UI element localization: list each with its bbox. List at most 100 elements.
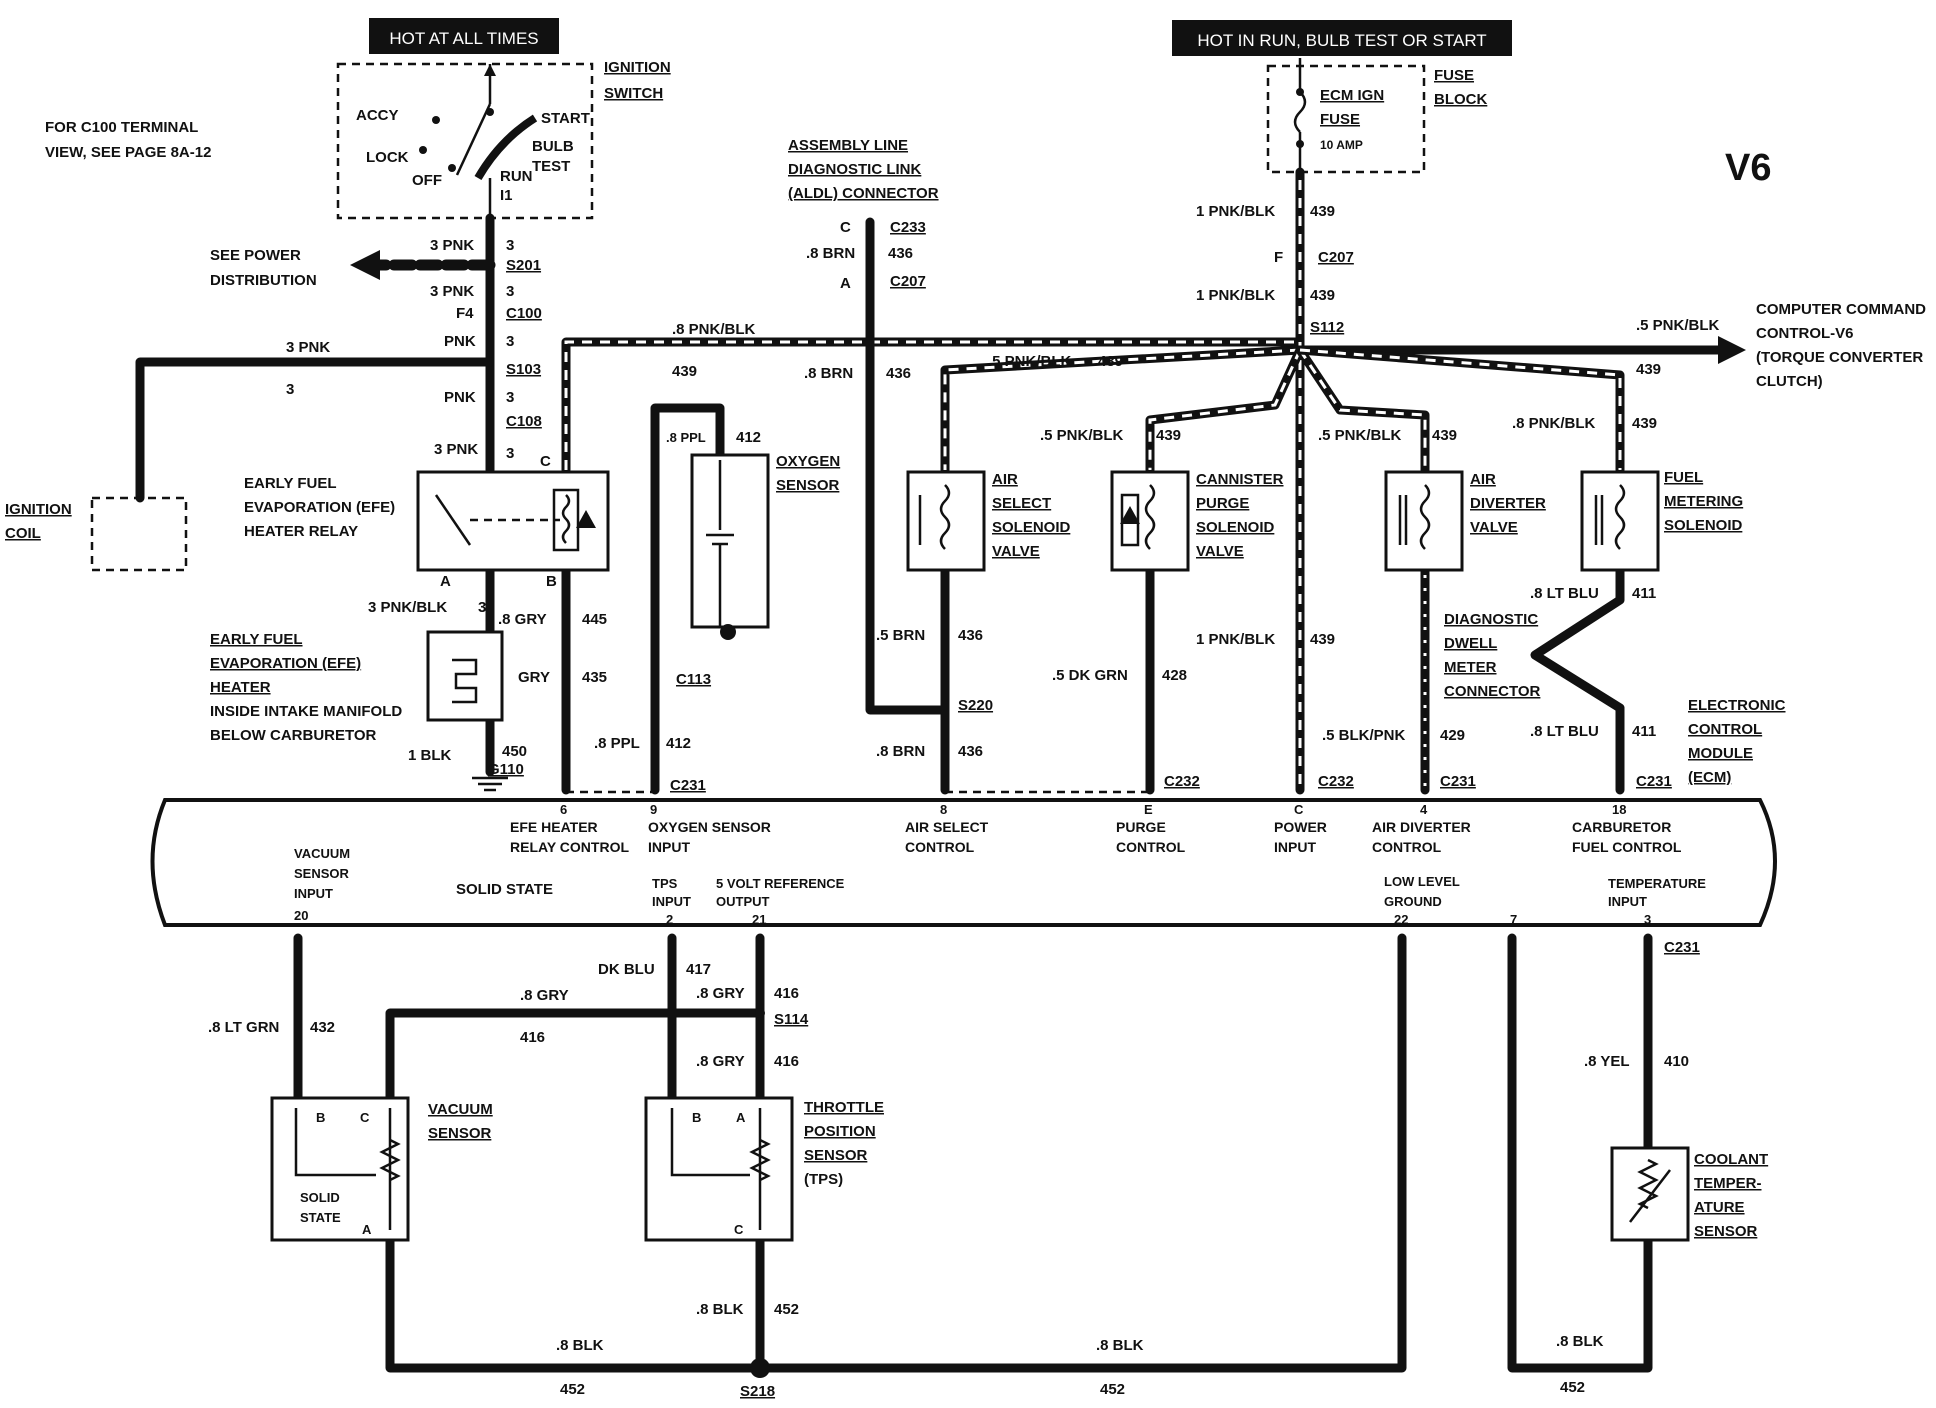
wires-efe-8gry-text: .8 GRY: [498, 611, 547, 628]
wires-oxy-412-b-text: 412: [666, 735, 691, 752]
efe-relay-l2-text: EVAPORATION (EFE): [244, 499, 395, 516]
ignition-switch-off-text: OFF: [412, 172, 442, 189]
ccc-l3-text: (TORQUE CONVERTER: [1756, 349, 1923, 366]
vacuum-sensor-b-text: B: [316, 1110, 325, 1125]
wires-can-5dkgrn-text: .5 DK GRN: [1052, 667, 1128, 684]
tps-l4-text: (TPS): [804, 1171, 843, 1188]
ecm-pins-p22-text: 22: [1394, 912, 1408, 927]
ecm-pins-ref1-text: 5 VOLT REFERENCE: [716, 876, 845, 891]
wires-fm-8ltblu-text: .8 LT BLU: [1530, 585, 1599, 602]
connectors-c231c-text: C231: [1636, 773, 1672, 790]
wires-relay-a-text: A: [440, 573, 451, 590]
ecm-pins-carb1-text: CARBURETOR: [1572, 819, 1671, 835]
connectors-c207b-text: C207: [1318, 249, 1354, 266]
air-select-solenoid: [906, 470, 986, 572]
air-select-l2-text: SELECT: [992, 495, 1051, 512]
ecm-l4-text: (ECM): [1688, 769, 1731, 786]
wires-fm-411-b-text: 411: [1632, 723, 1656, 740]
wires-air-8brn-text: .8 BRN: [876, 743, 925, 760]
wires-f4-text: F4: [456, 305, 474, 322]
wires-pow-1pnkblk-text: 1 PNK/BLK: [1196, 631, 1275, 648]
air-select-l4-text: VALVE: [992, 543, 1040, 560]
wires-efe-3pnkblk-text: 3 PNK/BLK: [368, 599, 447, 616]
wires-wpnk-b-text: PNK: [444, 389, 476, 406]
ignition-switch-lock-text: LOCK: [366, 149, 409, 166]
wires-can-439-text: 439: [1156, 427, 1181, 444]
wires-tps-452-text: 452: [774, 1301, 799, 1318]
tps-label: THROTTLE: [804, 1099, 884, 1116]
badges-hot-all-text: HOT AT ALL TIMES: [389, 29, 538, 48]
wires-w3pnk-a-text: 3 PNK: [430, 237, 474, 254]
wires-tps-417-text: 417: [686, 961, 711, 978]
ignition-switch-run-text: RUN: [500, 168, 533, 185]
vacuum-sensor-c-text: C: [360, 1110, 370, 1125]
ecm-pins-p2-text: 2: [666, 912, 673, 927]
wires-div-5blkpnk-text: .5 BLK/PNK: [1322, 727, 1406, 744]
connectors-c233-text: C233: [890, 219, 926, 236]
wires-fm-439-text: 439: [1632, 415, 1657, 432]
efe-relay-l3-text: HEATER RELAY: [244, 523, 358, 540]
wire-labels: 3 PNK 3 3 PNK 3 F4 PNK 3 PNK 3 3 PNK 3 3…: [208, 203, 1720, 1398]
wires-cool-410-text: 410: [1664, 1053, 1689, 1070]
c100-note: FOR C100 TERMINAL: [45, 119, 198, 136]
vacuum-sensor-label: VACUUM: [428, 1101, 493, 1118]
wires-fuse-439-text: 439: [1310, 203, 1335, 220]
connectors-c100-text: C100: [506, 305, 542, 322]
fuel-metering-l1-text: FUEL: [1664, 469, 1703, 486]
ecm-pins-pC-text: C: [1294, 802, 1304, 817]
wires-cool-8yel-text: .8 YEL: [1584, 1053, 1630, 1070]
fuse-ecm2-text: FUSE: [1320, 111, 1360, 128]
wires-air-5pnkblk-text: .5 PNK/BLK: [988, 353, 1072, 370]
ecm-pins-air1-text: AIR SELECT: [905, 819, 989, 835]
wires-fm-8pnkblk-text: .8 PNK/BLK: [1512, 415, 1596, 432]
wires-air-5brn-text: .5 BRN: [876, 627, 925, 644]
tps-a-text: A: [736, 1110, 746, 1125]
ecm-pins-tmp2-text: INPUT: [1608, 894, 1647, 909]
ecm-pins-carb2-text: FUEL CONTROL: [1572, 839, 1682, 855]
wires-coil-3-text: 3: [286, 381, 294, 398]
wires-aldl-436-text: 436: [888, 245, 913, 262]
wires-fuse-1pnkblk-b-text: 1 PNK/BLK: [1196, 287, 1275, 304]
air-diverter-l3-text: VALVE: [1470, 519, 1518, 536]
oxygen-sensor-label: OXYGEN: [776, 453, 840, 470]
aldl-l3-text: (ALDL) CONNECTOR: [788, 185, 939, 202]
ecm-pins-tps2-text: INPUT: [652, 894, 691, 909]
canister-l4-text: VALVE: [1196, 543, 1244, 560]
vacuum-sensor-s2-text: STATE: [300, 1210, 341, 1225]
vacuum-sensor-a-text: A: [362, 1222, 372, 1237]
c100-note-2: VIEW, SEE PAGE 8A-12: [45, 144, 211, 161]
ecm-pins-vac1-text: VACUUM: [294, 846, 350, 861]
wires-cool-452-text: 452: [1560, 1379, 1585, 1396]
wires-vac-8ltgrn-text: .8 LT GRN: [208, 1019, 279, 1036]
wires-div-5pnkblk-text: .5 PNK/BLK: [1318, 427, 1402, 444]
vacuum-sensor-s1-text: SOLID: [300, 1190, 340, 1205]
vacuum-sensor: B C A SOLID STATE: [270, 1096, 410, 1242]
ignition-switch-bulb-text: BULB: [532, 138, 574, 155]
fuse-block: ECM IGN FUSE 10 AMP: [1266, 58, 1426, 174]
tps-c-text: C: [734, 1222, 744, 1237]
ecm-pins-oxy2-text: INPUT: [648, 839, 690, 855]
coolant-l3-text: ATURE: [1694, 1199, 1745, 1216]
wires-g-8blk-b-text: .8 BLK: [1096, 1337, 1144, 1354]
wires-tps-8blk-text: .8 BLK: [696, 1301, 744, 1318]
ecm-solid-state-text: SOLID STATE: [456, 881, 553, 898]
wires-cool-8blk-text: .8 BLK: [1556, 1333, 1604, 1350]
ignition-switch-i1-text: I1: [500, 187, 513, 204]
hot-in-run-badge: HOT IN RUN, BULB TEST OR START: [1172, 20, 1512, 56]
ignition-switch-start-text: START: [541, 110, 590, 127]
wires-aldl-8brn-text: .8 BRN: [806, 245, 855, 262]
wires-efe-450-text: 450: [502, 743, 527, 760]
hot-at-all-times-badge: HOT AT ALL TIMES: [369, 18, 559, 54]
wires-efe-445-text: 445: [582, 611, 607, 628]
aldl-label: ASSEMBLY LINE: [788, 137, 908, 154]
ccc-l4-text: CLUTCH): [1756, 373, 1823, 390]
wires-oxy-8ppl-b-text: .8 PPL: [594, 735, 640, 752]
ignition-switch-label-2: SWITCH: [604, 85, 663, 102]
wires-tps-416-text: 416: [774, 985, 799, 1002]
wires-vac-432-text: 432: [310, 1019, 335, 1036]
ecm-pins-tmp1-text: TEMPERATURE: [1608, 876, 1706, 891]
wires-air-439-text: 439: [1098, 353, 1123, 370]
power-dist-l2-text: DISTRIBUTION: [210, 272, 317, 289]
tps-l2-text: POSITION: [804, 1123, 876, 1140]
